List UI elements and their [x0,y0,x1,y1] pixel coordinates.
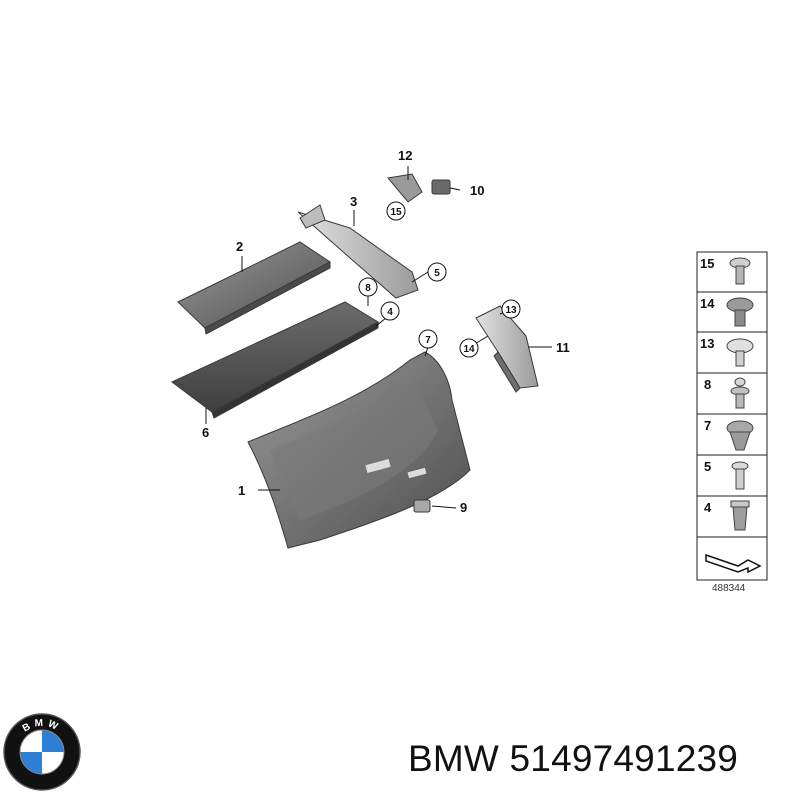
callouts: 1 2 3 6 9 10 11 12 [202,148,570,515]
callout-3: 3 [350,194,357,209]
part-1-tailgate-panel [247,351,471,549]
callout-11: 11 [556,340,570,355]
part-12-bracket [387,173,423,203]
part-9-clip [413,499,431,513]
diagram-id: 488344 [712,583,746,594]
nut-4-icon [730,500,750,531]
part-11-corner-trim [475,305,539,393]
expanding-rivet-8-icon [730,377,750,409]
callout-5: 5 [434,268,440,279]
legend-item-14: 14 [700,296,715,311]
circled-callouts: 15 5 8 4 7 13 14 [358,201,521,358]
part-3-side-trim [297,204,419,299]
legend-item-5: 5 [704,459,711,474]
callout-2: 2 [236,239,243,254]
push-rivet-14-icon [726,297,754,327]
callout-13: 13 [505,305,517,316]
fastener-legend: 15 14 13 8 7 5 4 [696,251,768,581]
part-caption: BMW 51497491239 [408,738,738,780]
legend-item-7: 7 [704,418,711,433]
callout-4: 4 [387,307,393,318]
push-rivet-15-icon [729,257,751,285]
screw-5-icon [731,461,749,490]
legend-item-4: 4 [704,500,712,515]
callout-6: 6 [202,425,209,440]
bmw-logo: BMW [3,713,81,791]
brand-name: BMW [408,738,500,779]
direction-arrow-icon [705,553,762,574]
plug-7-icon [726,420,754,451]
legend-item-15: 15 [700,256,714,271]
part-10-clip [431,179,451,195]
callout-12: 12 [398,148,412,163]
part-6-parcel-shelf [171,301,380,419]
callout-1: 1 [238,483,245,498]
legend-item-13: 13 [700,336,714,351]
callout-9: 9 [460,500,467,515]
callout-10: 10 [470,183,484,198]
callout-14: 14 [463,344,475,355]
part-number: 51497491239 [509,738,739,779]
leader-lines [205,166,552,509]
legend-item-8: 8 [704,377,711,392]
callout-15: 15 [390,207,402,218]
part-2-trim-strip [177,241,331,335]
push-rivet-13-icon [726,338,754,367]
callout-7: 7 [425,335,431,346]
callout-8: 8 [365,283,371,294]
